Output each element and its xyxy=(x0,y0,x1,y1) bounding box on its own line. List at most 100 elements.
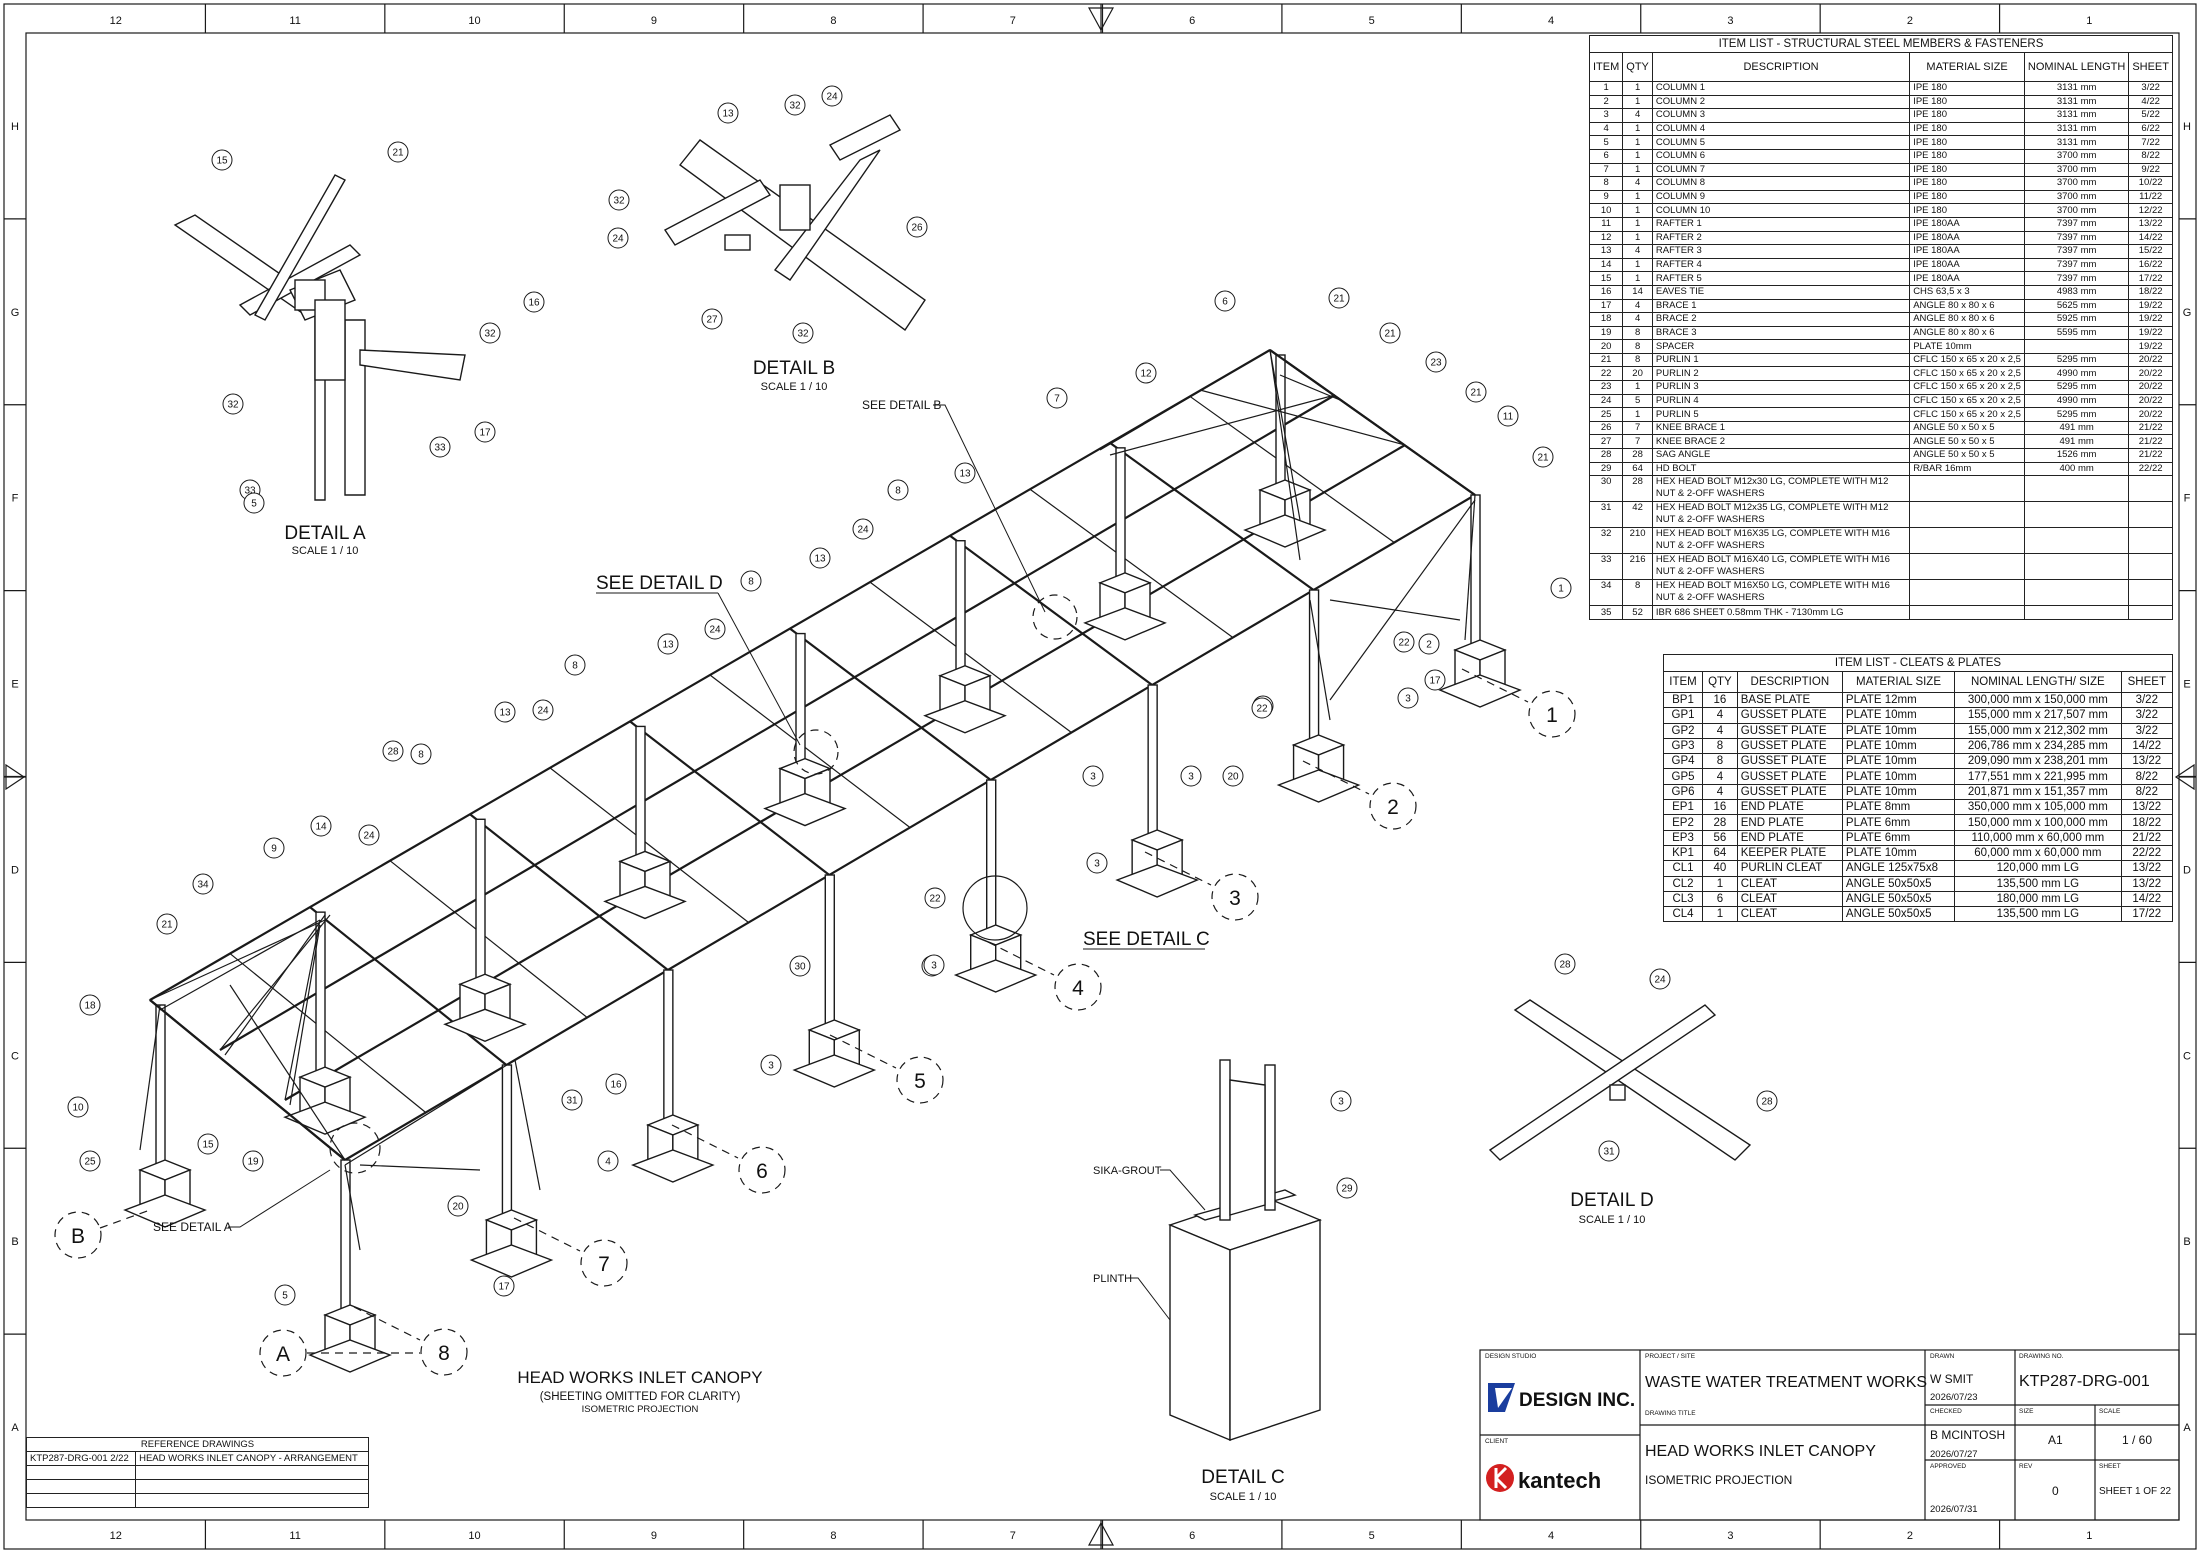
size-label: SIZE xyxy=(2019,1408,2034,1415)
item-balloon-number: 8 xyxy=(895,486,901,497)
project-label: PROJECT / SITE xyxy=(1645,1353,1696,1360)
table-cell: 25 xyxy=(1588,407,1624,422)
table-cell: IPE 180 xyxy=(1909,203,2025,218)
table-cell: HEX HEAD BOLT M12x30 LG, COMPLETE WITH M… xyxy=(1651,475,1911,503)
item-balloon-number: 28 xyxy=(1559,960,1571,971)
table-cell: 135,500 mm LG xyxy=(1954,906,2122,923)
table-cell: 1 xyxy=(1622,121,1653,137)
grid-bubble-number xyxy=(1211,873,1259,921)
table-cell: END PLATE xyxy=(1736,799,1843,816)
item-balloon xyxy=(523,291,545,313)
table-cell: 6 xyxy=(1702,890,1738,908)
table-cell: 18/22 xyxy=(2120,814,2174,831)
item-balloon-number: 31 xyxy=(1603,1147,1615,1158)
item-balloon xyxy=(564,654,586,676)
item-balloon xyxy=(789,955,811,977)
table-cell: 5295 mm xyxy=(2023,407,2130,422)
grid-row-label: E xyxy=(11,679,18,691)
table-cell: 19/22 xyxy=(2128,339,2173,354)
table-cell: 21/22 xyxy=(2128,434,2173,450)
grid-row-label: C xyxy=(11,1050,19,1062)
table-cell: PLATE 10mm xyxy=(1841,722,1956,739)
table-cell: HEAD WORKS INLET CANOPY - ARRANGEMENT xyxy=(135,1451,369,1466)
item-balloon xyxy=(704,618,726,640)
item-balloon-number: 20 xyxy=(1227,772,1239,783)
item-balloon xyxy=(923,954,945,976)
item-balloon-number: 31 xyxy=(566,1096,578,1107)
grid-col-label: 10 xyxy=(468,15,480,27)
title-block-frame xyxy=(1479,1349,2180,1521)
design-studio-name: DESIGN INC. xyxy=(1519,1390,1635,1411)
item-balloon xyxy=(447,1195,469,1217)
item-balloon xyxy=(358,824,380,846)
table-cell: BASE PLATE xyxy=(1736,691,1843,709)
table-cell: 60,000 mm x 60,000 mm xyxy=(1954,844,2122,862)
detail-d-drawing xyxy=(1488,999,1752,1161)
table-cell: 20/22 xyxy=(2128,393,2173,409)
item-balloon xyxy=(1598,1140,1620,1162)
table-cell: 14/22 xyxy=(2120,890,2174,908)
table-cell: 155,000 mm x 217,507 mm xyxy=(1954,707,2122,724)
table-cell: 16 xyxy=(1588,284,1624,300)
item-balloon xyxy=(1251,697,1273,719)
see-detail-a-label: SEE DETAIL A xyxy=(153,1220,232,1234)
table-cell: CFLC 150 x 65 x 20 x 2,5 xyxy=(1909,352,2025,368)
table-cell: IPE 180 xyxy=(1909,81,2025,96)
table-cell: IPE 180AA xyxy=(1909,244,2025,259)
grid-bubble-number xyxy=(1528,690,1576,738)
item-balloon xyxy=(1497,405,1519,427)
table-cell: 28 xyxy=(1622,475,1653,503)
table-cell: CL3 xyxy=(1662,890,1704,908)
grid-col-label: 8 xyxy=(830,15,836,27)
item-balloon-number: 16 xyxy=(528,298,540,309)
table-cell: RAFTER 4 xyxy=(1651,257,1911,273)
table-cell: 201,871 mm x 151,357 mm xyxy=(1954,783,2122,801)
table-cell: 110,000 mm x 60,000 mm xyxy=(1954,829,2122,846)
design-studio-label: DESIGN STUDIO xyxy=(1485,1353,1537,1360)
table-cell: 20/22 xyxy=(2128,352,2173,368)
item-balloon xyxy=(1328,287,1350,309)
grid-bubble-letter-text: A xyxy=(276,1343,290,1366)
table-cell: 21/22 xyxy=(2128,420,2173,436)
table-cell: 3700 mm xyxy=(2023,203,2130,218)
item-balloon-number: 3 xyxy=(768,1061,774,1072)
table-cell: 4983 mm xyxy=(2023,284,2130,300)
table-cell: 8 xyxy=(1702,753,1738,770)
table-cell: HEX HEAD BOLT M12x35 LG, COMPLETE WITH M… xyxy=(1651,501,1911,529)
table-cell: BRACE 2 xyxy=(1651,312,1911,327)
table-cell: 9/22 xyxy=(2128,162,2173,178)
table-cell: 8 xyxy=(1622,325,1653,341)
table-cell: KNEE BRACE 1 xyxy=(1651,420,1911,436)
table-cell: 8/22 xyxy=(2128,148,2173,164)
table-cell: PURLIN 5 xyxy=(1651,407,1911,422)
table-cell: CLEAT xyxy=(1736,906,1843,923)
see-detail-c-label: SEE DETAIL C xyxy=(1083,929,1210,950)
table-cell: 1 xyxy=(1622,135,1653,150)
table-cell: 15 xyxy=(1588,271,1624,286)
table-cell: 3/22 xyxy=(2120,722,2174,739)
table-cell: 1 xyxy=(1622,203,1653,218)
table-cell: PLATE 10mm xyxy=(1841,768,1956,785)
item-balloon xyxy=(479,322,501,344)
table-cell: RAFTER 3 xyxy=(1651,244,1911,259)
grid-col-label: 11 xyxy=(289,1530,300,1542)
item-balloon-number: 22 xyxy=(929,894,941,905)
table-cell: 6/22 xyxy=(2128,121,2173,137)
table-cell: 9 xyxy=(1588,189,1624,205)
table-cell: 8 xyxy=(1622,579,1653,607)
item-balloon xyxy=(792,322,814,344)
sheet-size: A1 xyxy=(2048,1433,2063,1447)
item-balloon-number: 4 xyxy=(605,1157,611,1168)
table-cell: 28 xyxy=(1622,448,1653,463)
table-cell: PURLIN 4 xyxy=(1651,393,1911,409)
table-cell: 1 xyxy=(1622,257,1653,273)
table-cell: 4 xyxy=(1702,768,1738,785)
grid-row-label: A xyxy=(2183,1422,2191,1434)
